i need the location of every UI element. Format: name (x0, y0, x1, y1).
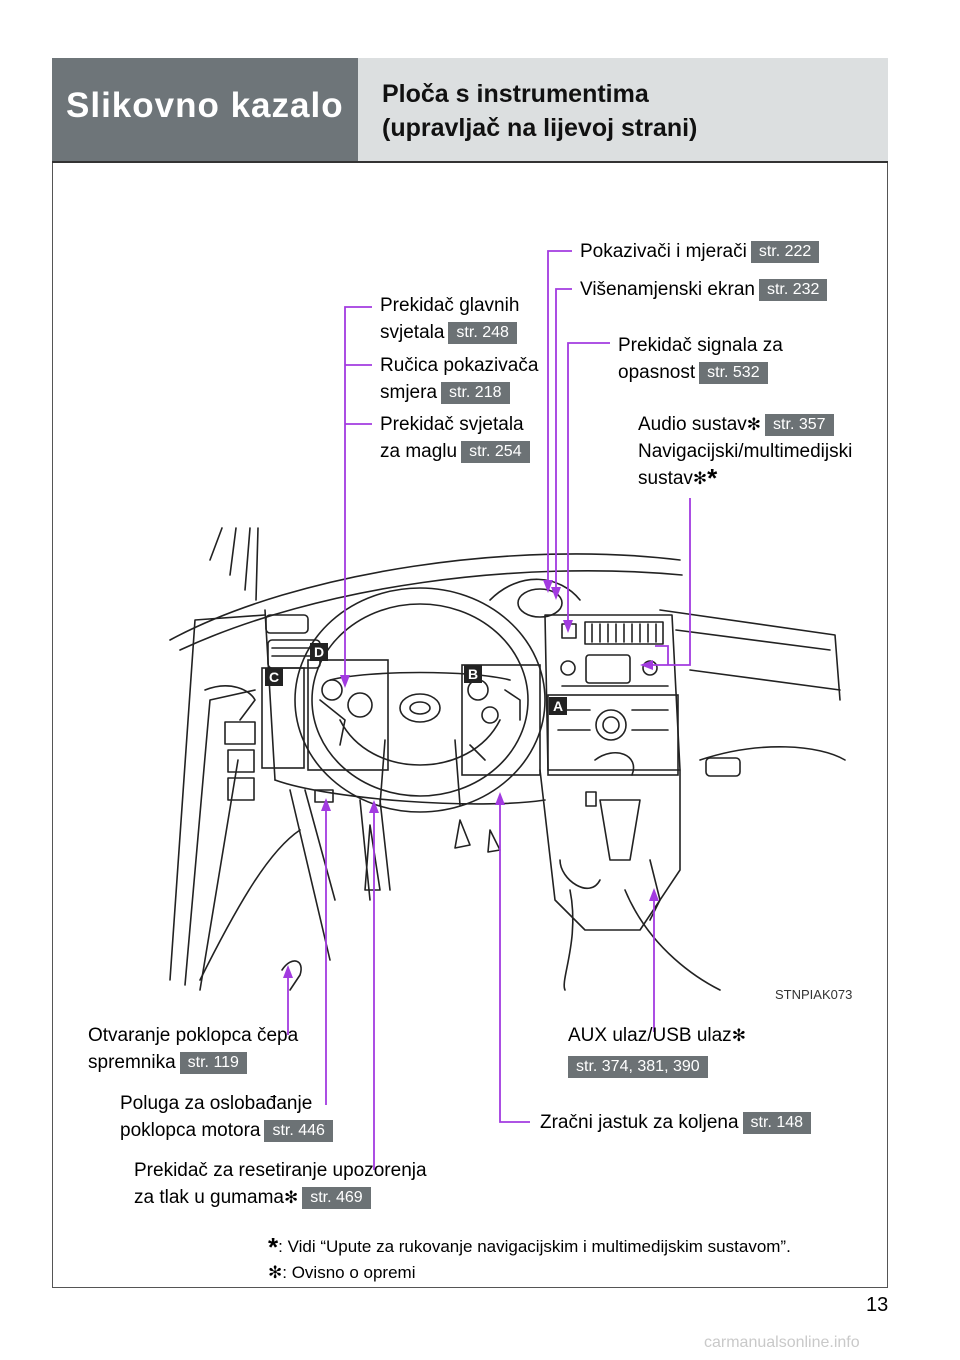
asterisk-bold-icon: * (707, 463, 718, 493)
page-ref-badge[interactable]: str. 119 (179, 1051, 247, 1074)
callout-tpms-reset: Prekidač za resetiranje upozorenja za tl… (134, 1157, 427, 1211)
asterisk-bold-icon: * (268, 1232, 279, 1262)
callout-audio-system: Audio sustav✻str. 357 Navigacijski/multi… (638, 411, 852, 492)
callout-text: Prekidač signala za (618, 335, 783, 356)
page-ref-badge[interactable]: str. 222 (750, 240, 820, 263)
callout-text: Poluga za oslobađanje (120, 1093, 313, 1114)
callout-text: Prekidač glavnih (380, 295, 520, 316)
callout-text: smjera (380, 382, 438, 403)
callout-gauges-text: Pokazivači i mjerači (580, 241, 747, 262)
callout-text: Prekidač svjetala (380, 414, 524, 435)
callout-text: poklopca motora (120, 1120, 261, 1141)
callout-text: svjetala (380, 322, 445, 343)
callout-text: Audio sustav (638, 414, 747, 435)
header-left-band (52, 58, 358, 162)
box-label-c: C (265, 668, 283, 686)
header-right-band (358, 58, 888, 162)
callout-text: Ručica pokazivača (380, 355, 539, 376)
page-ref-badge[interactable]: str. 218 (441, 381, 510, 404)
callout-text: opasnost (618, 362, 696, 383)
watermark: carmanualsonline.info (704, 1334, 860, 1351)
page-ref-badge[interactable]: str. 446 (264, 1119, 333, 1142)
page-ref-badge[interactable]: str. 374, 381, 390 (568, 1055, 708, 1078)
callout-text: Zračni jastuk za koljena (540, 1112, 739, 1133)
page-ref-badge[interactable]: str. 357 (765, 413, 834, 436)
callout-text: spremnika (88, 1052, 176, 1073)
page-ref-badge[interactable]: str. 248 (448, 321, 517, 344)
callout-aux-usb: AUX ulaz/USB ulaz✻ str. 374, 381, 390 (568, 1022, 746, 1080)
callout-text: za maglu (380, 441, 458, 462)
callout-text: Otvaranje poklopca čepa (88, 1025, 299, 1046)
box-b (461, 664, 541, 776)
header-divider (52, 161, 888, 163)
asterisk-icon: ✻ (692, 469, 708, 488)
page-ref-badge[interactable]: str. 254 (461, 440, 530, 463)
page-title-line2: (upravljač na lijevoj strani) (382, 114, 698, 142)
footnote-navigation: *: Vidi “Upute za rukovanje navigacijski… (268, 1232, 791, 1263)
footnote-text: : Ovisno o opremi (282, 1263, 416, 1282)
callout-text: Navigacijski/multimedijski (638, 441, 853, 462)
image-code: STNPIAK073 (775, 987, 853, 1002)
footnote-equipment: ✻: Ovisno o opremi (268, 1263, 415, 1283)
callout-text: sustav (638, 468, 693, 489)
asterisk-icon: ✻ (746, 415, 762, 434)
callout-multi-display-text: Višenamjenski ekran (580, 279, 755, 300)
box-a (547, 694, 679, 776)
callout-text: za tlak u gumama (134, 1187, 284, 1208)
asterisk-icon: ✻ (731, 1026, 746, 1045)
asterisk-icon: ✻ (283, 1188, 299, 1207)
asterisk-icon: ✻ (268, 1263, 283, 1282)
footnote-text: : Vidi “Upute za rukovanje navigacijskim… (278, 1236, 791, 1256)
page-ref-badge[interactable]: str. 532 (699, 361, 768, 384)
section-title: Slikovno kazalo (66, 86, 344, 125)
page-ref-badge[interactable]: str. 232 (758, 278, 828, 301)
box-label-b: B (464, 665, 482, 683)
box-c (261, 667, 305, 769)
page-ref-badge[interactable]: str. 469 (302, 1186, 371, 1209)
page-number: 13 (866, 1294, 889, 1316)
box-label-d: D (310, 643, 328, 661)
callout-text: AUX ulaz/USB ulaz (568, 1025, 732, 1046)
box-label-a: A (549, 697, 567, 715)
box-d (307, 659, 389, 771)
page-ref-badge[interactable]: str. 148 (742, 1111, 812, 1134)
page-title-line1: Ploča s instrumentima (382, 80, 649, 108)
callout-text: Prekidač za resetiranje upozorenja (134, 1160, 427, 1181)
